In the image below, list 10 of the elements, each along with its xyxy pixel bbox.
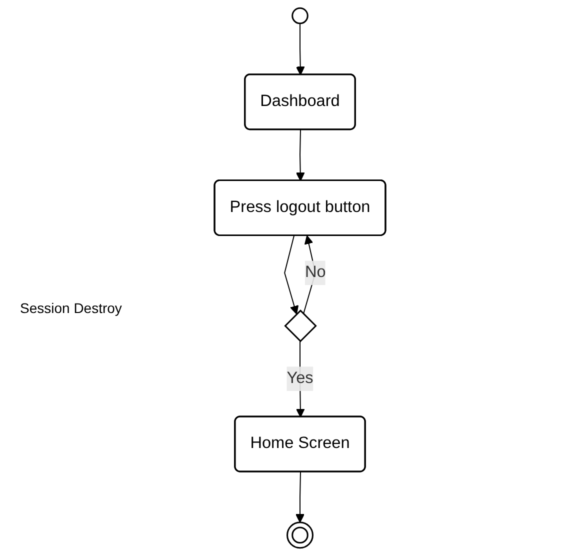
arrow — [296, 130, 305, 182]
node-circle — [286, 522, 314, 549]
node-diamond — [284, 310, 317, 342]
arrow — [296, 23, 305, 76]
edge-label: Yes — [286, 370, 314, 387]
edge-label: No — [304, 264, 326, 282]
note-text: Session Destroy — [20, 300, 122, 316]
arrow — [296, 472, 304, 523]
node-circle — [292, 7, 308, 24]
arrow — [284, 236, 299, 314]
